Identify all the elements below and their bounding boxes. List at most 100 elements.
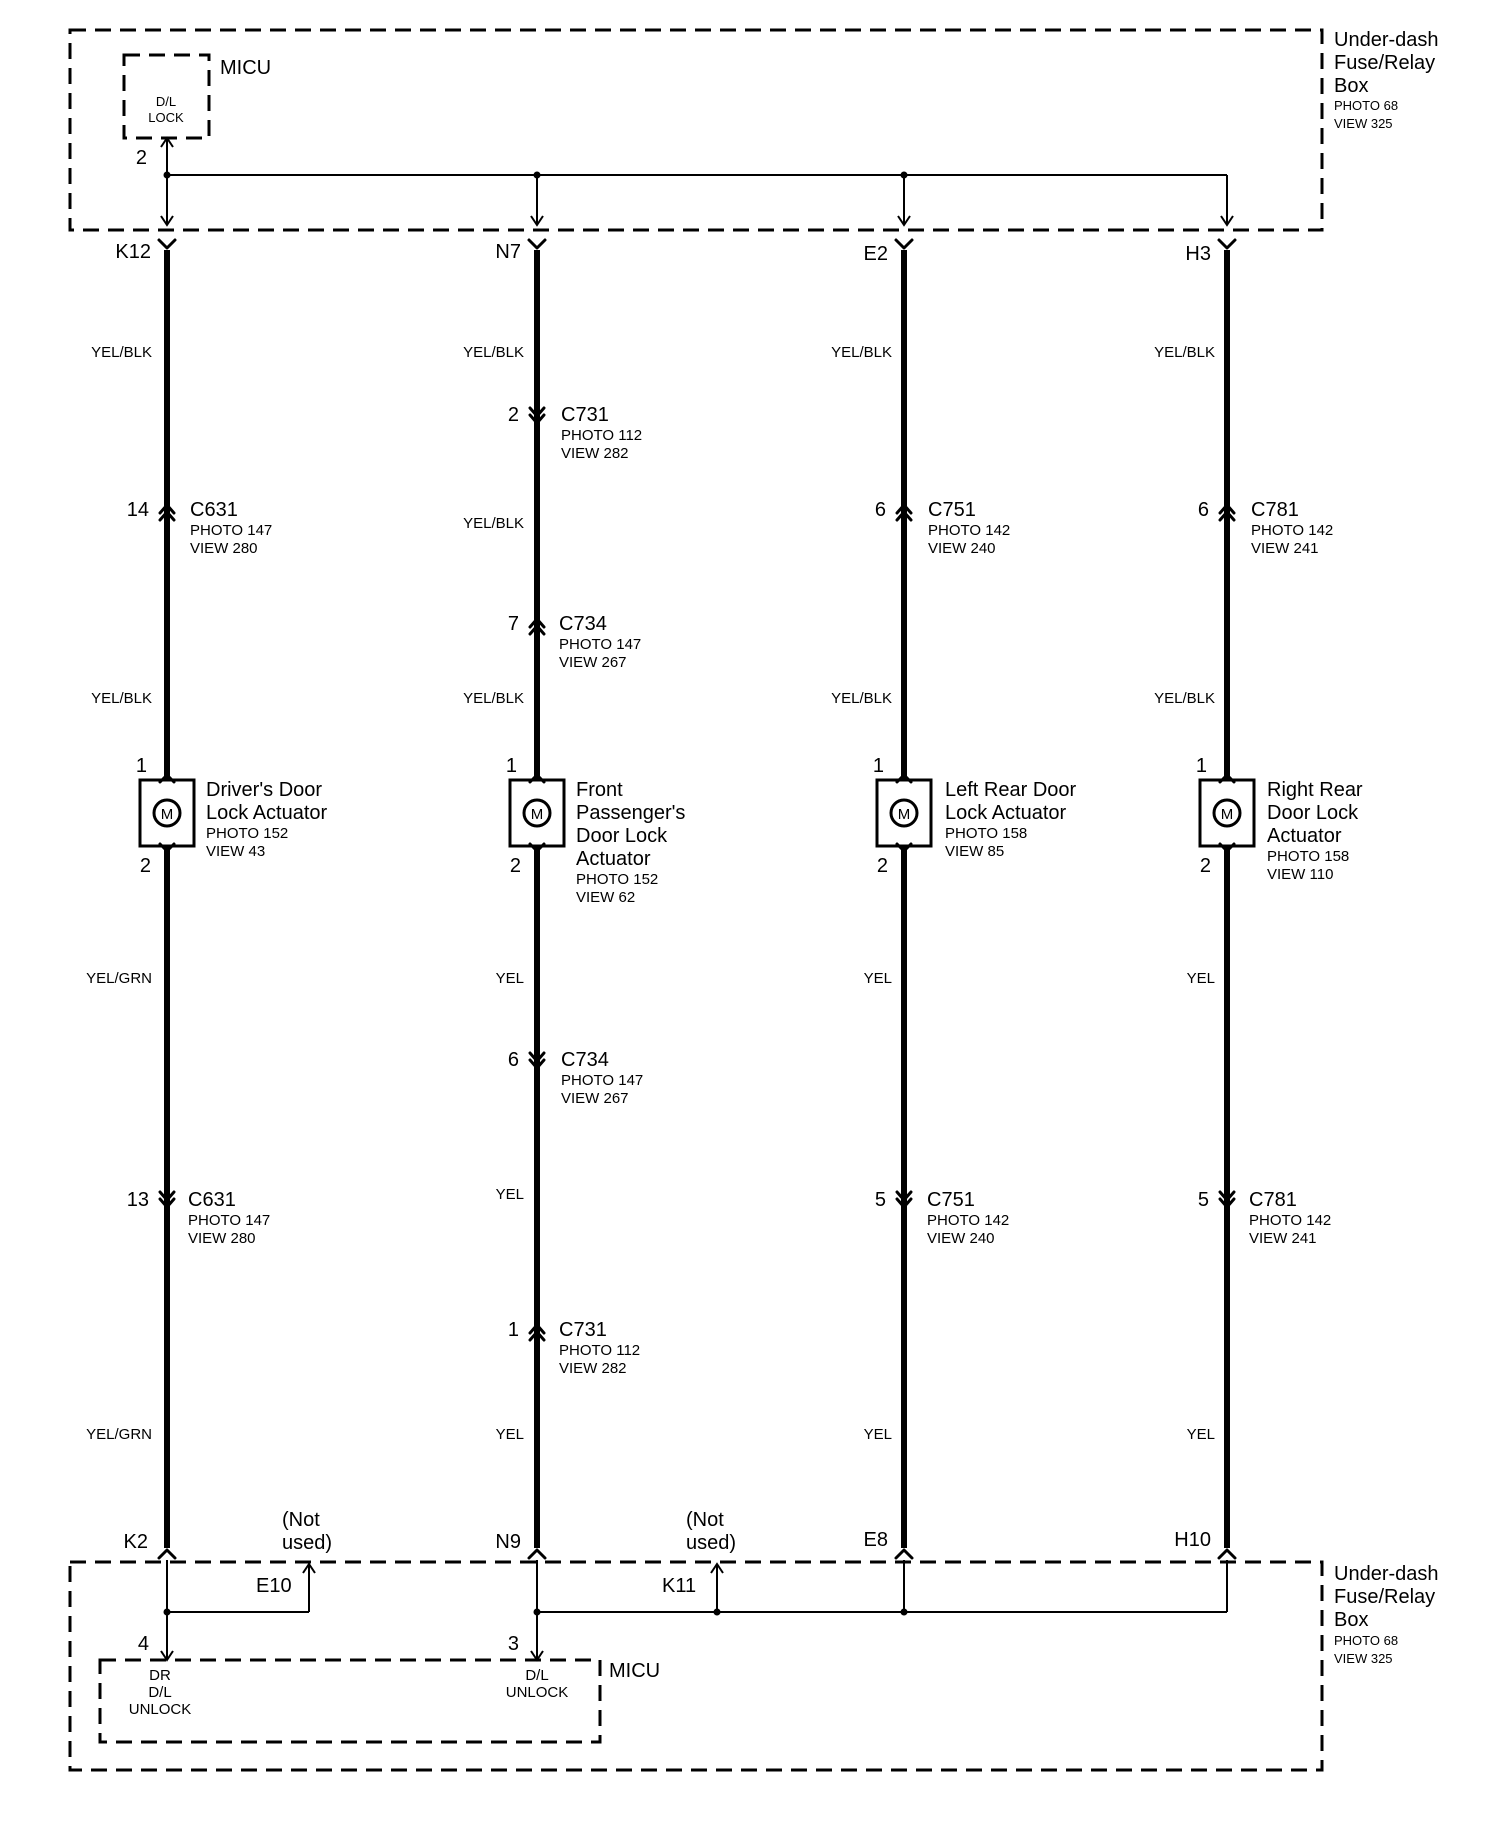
actuator-view: VIEW 43	[206, 843, 265, 860]
micu-top-dl: D/L	[156, 94, 176, 109]
actuator-name: Actuator	[1267, 825, 1342, 847]
actuator-photo: PHOTO 152	[206, 825, 288, 842]
connector-name: C751	[928, 499, 976, 521]
micu-bottom-pin-dl: 3	[508, 1633, 519, 1655]
actuator-pin-bottom: 2	[140, 855, 151, 877]
micu-bottom-title: MICU	[609, 1660, 660, 1682]
micu-bottom: MICU 4 3 DR D/L UNLOCK D/L UNLOCK	[98, 1633, 660, 1744]
bottom-box-name-2: Fuse/Relay	[1334, 1586, 1435, 1608]
connector-photo: PHOTO 142	[1251, 522, 1333, 539]
actuator-front-passenger: M 1 2 Front Passenger's Door Lock Actuat…	[506, 755, 686, 906]
actuator-name: Actuator	[576, 848, 651, 870]
not-used-note: used)	[282, 1532, 332, 1554]
connector-pin: 2	[508, 404, 519, 426]
top-box-name-1: Under-dash	[1334, 29, 1439, 51]
column-left-rear: YEL/BLK 6 C751 PHOTO 142 VIEW 240 YEL/BL…	[831, 344, 1010, 1443]
micu-top-title: MICU	[220, 57, 271, 79]
top-box-photo: PHOTO 68	[1334, 98, 1398, 113]
connector-name: C734	[561, 1049, 609, 1071]
wire-color-label: YEL	[1187, 970, 1215, 987]
wire-color-label: YEL/BLK	[463, 690, 524, 707]
terminal-n9: N9	[495, 1531, 521, 1553]
actuator-name: Door Lock	[1267, 802, 1359, 824]
motor-icon	[889, 798, 919, 828]
terminal-e8: E8	[864, 1529, 888, 1551]
column-right-rear: YEL/BLK 6 C781 PHOTO 142 VIEW 241 YEL/BL…	[1154, 344, 1333, 1443]
wire-color-label: YEL/BLK	[1154, 690, 1215, 707]
connector-photo: PHOTO 112	[559, 1342, 640, 1359]
micu-bottom-dr-dl: D/L	[148, 1684, 171, 1701]
not-used-note: (Not	[686, 1509, 724, 1531]
connector-photo: PHOTO 147	[559, 636, 641, 653]
actuator-pin-bottom: 2	[877, 855, 888, 877]
terminal-h3: H3	[1185, 243, 1211, 265]
wire-color-label: YEL	[496, 1426, 524, 1443]
bottom-box-name-1: Under-dash	[1334, 1563, 1439, 1585]
connector-pin: 5	[875, 1189, 886, 1211]
actuator-right-rear: M 1 2 Right Rear Door Lock Actuator PHOT…	[1196, 755, 1363, 883]
terminal-n7: N7	[495, 241, 521, 263]
connector-view: VIEW 280	[190, 540, 258, 557]
bottom-fuse-relay-box: Under-dash Fuse/Relay Box PHOTO 68 VIEW …	[68, 1560, 1439, 1772]
actuator-view: VIEW 62	[576, 889, 635, 906]
connector-pin: 14	[127, 499, 149, 521]
motor-icon	[1212, 798, 1242, 828]
top-box-name-2: Fuse/Relay	[1334, 52, 1435, 74]
connector-name: C731	[561, 404, 609, 426]
connector-pin: 6	[875, 499, 886, 521]
connector-view: VIEW 240	[928, 540, 996, 557]
actuator-name: Passenger's	[576, 802, 685, 824]
wire-color-label: YEL/BLK	[831, 344, 892, 361]
actuator-name: Door Lock	[576, 825, 668, 847]
wire-color-label: YEL/BLK	[831, 690, 892, 707]
column-front-passenger: YEL/BLK 2 C731 PHOTO 112 VIEW 282 YEL/BL…	[463, 344, 643, 1443]
not-used-note: (Not	[282, 1509, 320, 1531]
wire-color-label: YEL	[1187, 1426, 1215, 1443]
terminal-e2: E2	[864, 243, 888, 265]
actuator-name: Front	[576, 779, 623, 801]
connector-pin: 6	[1198, 499, 1209, 521]
connector-name: C731	[559, 1319, 607, 1341]
micu-bottom-dl-unlock: UNLOCK	[506, 1684, 569, 1701]
motor-symbol: M	[531, 806, 544, 823]
top-bus	[160, 136, 1234, 227]
motor-symbol: M	[898, 806, 911, 823]
connector-view: VIEW 241	[1249, 1230, 1317, 1247]
wire-color-label: YEL/BLK	[91, 344, 152, 361]
not-used-note: used)	[686, 1532, 736, 1554]
micu-top-pin: 2	[136, 147, 147, 169]
unused-e10: E10	[256, 1575, 292, 1597]
actuator-pin-top: 1	[506, 755, 517, 777]
connector-pin: 5	[1198, 1189, 1209, 1211]
terminal-k2: K2	[124, 1531, 148, 1553]
connector-name: C631	[188, 1189, 236, 1211]
connector-view: VIEW 282	[561, 445, 629, 462]
wire-color-label: YEL/GRN	[86, 1426, 152, 1443]
connector-name: C631	[190, 499, 238, 521]
connector-name: C734	[559, 613, 607, 635]
connector-view: VIEW 241	[1251, 540, 1319, 557]
actuator-pin-top: 1	[136, 755, 147, 777]
actuator-name: Lock Actuator	[945, 802, 1067, 824]
wire-color-label: YEL/BLK	[463, 515, 524, 532]
actuator-pin-bottom: 2	[510, 855, 521, 877]
bottom-terminals: K2 N9 E8 H10 (Not used) (Not used)	[124, 1509, 1237, 1560]
connector-name: C781	[1249, 1189, 1297, 1211]
actuator-pin-bottom: 2	[1200, 855, 1211, 877]
connector-photo: PHOTO 142	[1249, 1212, 1331, 1229]
unused-k11: K11	[662, 1575, 696, 1597]
actuator-photo: PHOTO 158	[1267, 848, 1349, 865]
connector-photo: PHOTO 142	[927, 1212, 1009, 1229]
connector-photo: PHOTO 142	[928, 522, 1010, 539]
connector-pin: 13	[127, 1189, 149, 1211]
wire-color-label: YEL	[496, 970, 524, 987]
wire-color-label: YEL	[496, 1186, 524, 1203]
connector-photo: PHOTO 112	[561, 427, 642, 444]
column-driver: YEL/BLK 14 C631 PHOTO 147 VIEW 280 YEL/B…	[86, 344, 272, 1443]
actuator-view: VIEW 85	[945, 843, 1004, 860]
top-box-name-3: Box	[1334, 75, 1368, 97]
motor-symbol: M	[1221, 806, 1234, 823]
bottom-bus: E10 K11	[160, 1560, 1228, 1662]
main-wires	[164, 250, 1230, 1548]
